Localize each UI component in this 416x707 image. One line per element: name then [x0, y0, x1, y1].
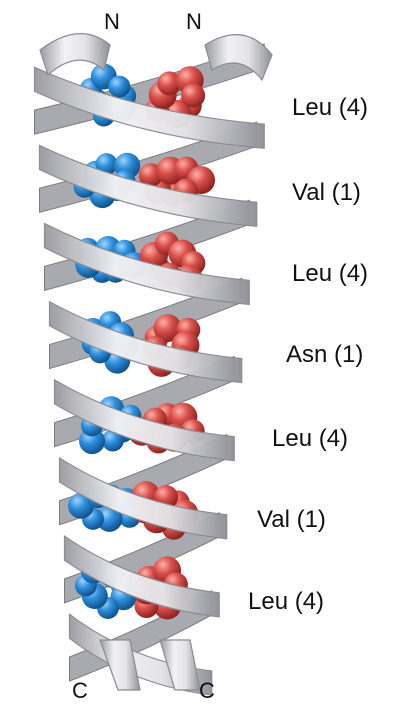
residue-label-6: Val (1) — [257, 508, 326, 532]
residue-label-1: Leu (4) — [292, 96, 368, 120]
residue-label-2: Val (1) — [292, 181, 361, 205]
residue-label-7: Leu (4) — [248, 590, 324, 614]
blue-side-chain-atom — [108, 76, 130, 98]
residue-label-5: Leu (4) — [272, 427, 348, 451]
c-terminus-right-label: C — [199, 680, 215, 702]
residue-label-4: Asn (1) — [286, 343, 363, 367]
red-side-chain-atom — [181, 84, 205, 108]
n-terminus-left-label: N — [104, 11, 120, 33]
n-terminus-right-label: N — [186, 11, 202, 33]
c-terminus-left-label: C — [72, 680, 88, 702]
residue-label-3: Leu (4) — [292, 262, 368, 286]
